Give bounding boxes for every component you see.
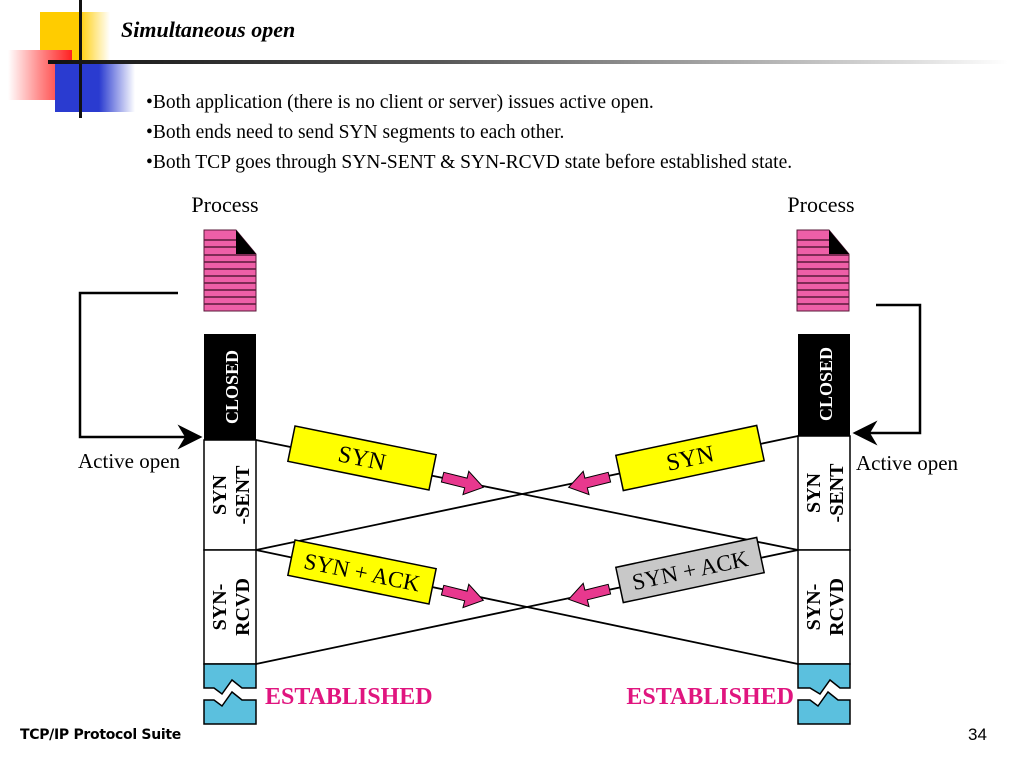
right-state-column: CLOSED SYN -SENT SYN- RCVD: [797, 334, 851, 725]
deco-horizontal-line: [48, 60, 1008, 64]
right-closed-label: CLOSED: [816, 347, 836, 421]
right-process-document-icon: [796, 229, 850, 312]
bullet-item: •Both application (there is no client or…: [146, 92, 654, 113]
page-number: 34: [968, 725, 987, 744]
slide-title: Simultaneous open: [121, 17, 296, 42]
right-syn-sent-line2: -SENT: [826, 463, 848, 523]
segment-syn-right: SYN: [614, 424, 766, 492]
left-closed-state: [204, 334, 256, 440]
bullet-item: •Both TCP goes through SYN-SENT & SYN-RC…: [146, 152, 793, 173]
arrow-left-icon: [567, 582, 612, 608]
left-syn-sent-line1: SYN: [209, 474, 231, 515]
left-active-open-label: Active open: [78, 449, 181, 473]
left-process-document-icon: [203, 229, 257, 312]
segment-synack-left: SYN + ACK: [286, 539, 438, 605]
left-active-open-arrow: [78, 291, 203, 450]
right-syn-rcvd-state: [797, 549, 851, 665]
deco-vertical-line: [79, 0, 82, 118]
left-syn-sent-line2: -SENT: [232, 465, 254, 525]
arrow-right-icon: [440, 583, 485, 609]
arrow-right-icon: [440, 470, 485, 496]
right-closed-state: [798, 334, 850, 436]
bullet-item: •Both ends need to send SYN segments to …: [146, 122, 565, 143]
right-active-open-arrow: [852, 303, 922, 446]
segment-syn-left: SYN: [286, 425, 438, 491]
right-established-label: ESTABLISHED: [626, 684, 794, 710]
right-syn-sent-line1: SYN: [803, 472, 825, 513]
left-established-label: ESTABLISHED: [265, 684, 433, 710]
right-syn-rcvd-line1: SYN-: [803, 584, 825, 631]
left-syn-rcvd-line2: RCVD: [232, 578, 254, 636]
segment-synack-right: SYN + ACK: [614, 536, 766, 604]
left-syn-rcvd-state: [203, 549, 257, 665]
arrow-left-icon: [567, 470, 612, 496]
left-established-state: [203, 663, 257, 725]
right-syn-sent-state: [797, 435, 851, 551]
right-established-state: [797, 663, 851, 725]
direction-arrows: [440, 470, 612, 609]
left-process-label: Process: [191, 192, 258, 217]
footer-title: TCP/IP Protocol Suite: [20, 727, 181, 743]
left-closed-label: CLOSED: [222, 350, 242, 424]
right-process-label: Process: [787, 192, 854, 217]
right-syn-rcvd-line2: RCVD: [826, 578, 848, 636]
bullet-list: •Both application (there is no client or…: [146, 88, 792, 178]
left-state-column: CLOSED SYN -SENT SYN- RCVD: [203, 334, 257, 725]
deco-blue-square: [55, 62, 135, 112]
right-active-open-label: Active open: [856, 451, 959, 475]
left-syn-rcvd-line1: SYN-: [209, 584, 231, 631]
